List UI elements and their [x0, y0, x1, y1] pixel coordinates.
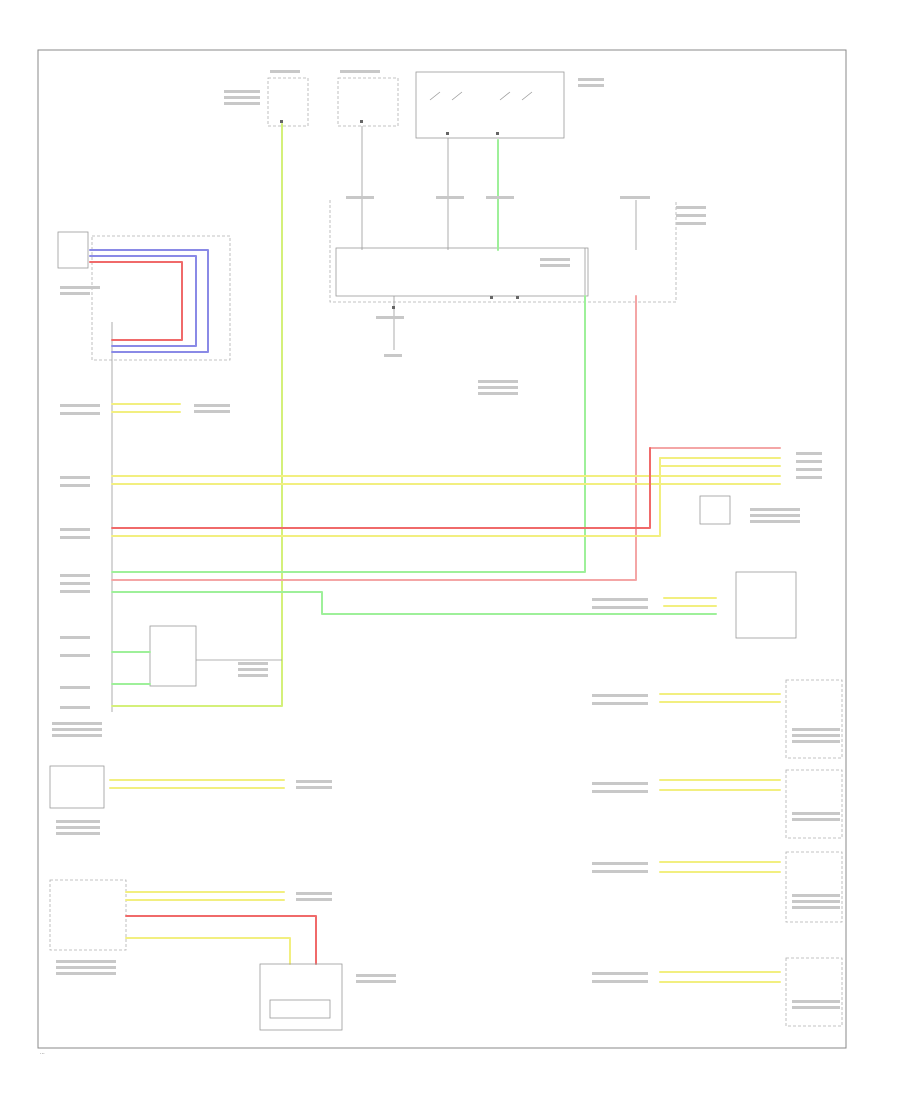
footer-label: ... [40, 1050, 45, 1056]
wire-green-steering [111, 591, 717, 615]
wire-red-sensor [89, 261, 183, 341]
module-dashed-outline [329, 200, 677, 303]
wire-red-tcm [125, 915, 317, 965]
central-electronic-module [329, 200, 677, 350]
illegible-labels [52, 70, 840, 1009]
wire-red-module [111, 295, 637, 581]
fuse-box-left [267, 77, 309, 127]
switch-contacts [429, 91, 533, 101]
wire-green-module-out [111, 295, 586, 573]
top-fuse-area [267, 71, 637, 250]
wire-yellow-tcm-3 [125, 937, 291, 965]
sensor-top-left [57, 231, 231, 361]
steering-module-box [735, 571, 797, 639]
relay-box-left [149, 625, 197, 687]
fuse-box-middle [337, 77, 399, 127]
wire-red-long [111, 447, 651, 529]
module-box [335, 247, 589, 297]
ignition-switch-box [415, 71, 565, 139]
transmission-module-box [49, 879, 127, 951]
engine-control-module [111, 322, 197, 712]
wire-lime-main [111, 123, 283, 707]
wire-blue-sensor-2 [89, 255, 197, 347]
engine-speed-sensor-box [49, 765, 105, 809]
wire-yellow-long-3 [111, 457, 661, 537]
right-connector-box [699, 495, 731, 525]
sensor-connector [57, 231, 89, 269]
relay-module-bottom [259, 963, 343, 1031]
diagram-frame [37, 49, 847, 1049]
right-can-stubs [659, 679, 843, 1027]
wire-blue-sensor-1 [89, 249, 209, 353]
